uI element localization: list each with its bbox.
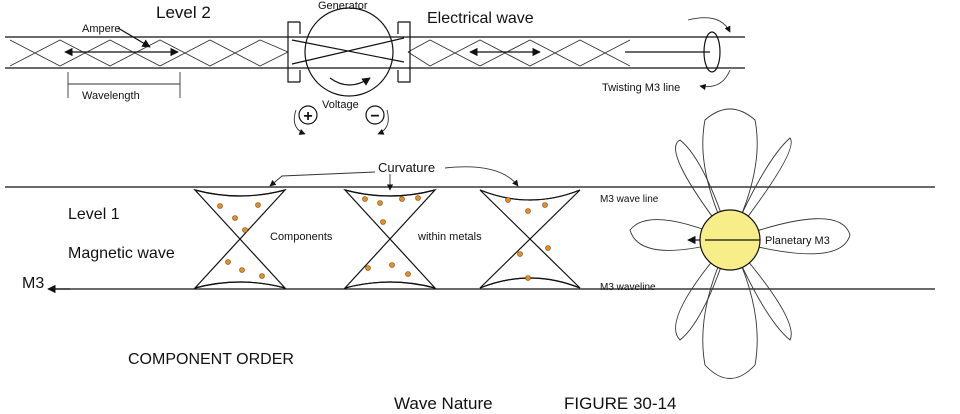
generator: [287, 7, 411, 135]
lobe-lower-right-icon: [729, 239, 792, 341]
curvature-callout: [269, 166, 519, 191]
ampere-label: Ampere: [82, 23, 121, 35]
curvature-arrow-3: [444, 166, 519, 187]
minus-symbol: −: [370, 108, 379, 125]
level1-wave-band: [5, 186, 935, 294]
minus-rotation-arrow: [377, 109, 389, 135]
hourglass-component-1: [193, 188, 287, 290]
level2-wave-zigzag-b: [9, 39, 289, 67]
level1-label: Level 1: [68, 206, 120, 223]
lobe-lower-left-icon: [675, 239, 731, 341]
hourglass-1-curvature: [194, 189, 286, 289]
wavelength-label: Wavelength: [82, 90, 140, 102]
hourglass-component-3: [479, 189, 581, 289]
planetary-m3: [629, 108, 851, 379]
hourglass-2-curvature: [344, 189, 436, 289]
twist-arrow-bottom: [699, 69, 731, 91]
level2-wave-zigzag-c: [407, 39, 631, 67]
plus-terminal-icon: [298, 105, 318, 125]
twist-arrow-top: [687, 17, 731, 33]
level2-wave-zigzag-d: [407, 39, 631, 67]
component-order-label: COMPONENT ORDER: [128, 351, 294, 368]
hourglass-component-2: [343, 188, 437, 290]
twisting-disk: [703, 31, 721, 73]
lobe-left-icon: [629, 219, 732, 251]
twisting-label: Twisting M3 line: [602, 82, 680, 94]
generator-rotation-arrow: [329, 77, 371, 86]
lobe-right-icon: [728, 218, 851, 255]
generator-rotor: [304, 7, 394, 97]
generator-label: Generator: [318, 0, 368, 12]
planetary-m3-label: Planetary M3: [765, 235, 830, 247]
curvature-label: Curvature: [378, 160, 435, 175]
voltage-label: Voltage: [322, 99, 359, 111]
lobe-upper-right-icon: [729, 137, 792, 241]
m3-waveline-bottom-label: M3 waveline: [600, 282, 656, 293]
generator-magnet-right: [397, 21, 411, 83]
plus-symbol: +: [303, 108, 312, 125]
hourglass-3-shape: [479, 189, 581, 289]
m3-waveline-top-label: M3 wave line: [600, 194, 659, 205]
hourglass-3-particles: [505, 197, 551, 281]
m3-label: M3: [22, 275, 44, 292]
hourglass-1-particles: [217, 202, 265, 279]
ampere-pointer-arrow: [117, 27, 151, 48]
electrical-wave-label: Electrical wave: [427, 10, 534, 27]
level2-wave-zigzag-a: [9, 39, 289, 67]
generator-magnet-left: [287, 21, 301, 83]
level2-wave-band: [5, 27, 745, 98]
hourglass-2-particles: [362, 195, 421, 277]
caption-wave-nature: Wave Nature: [394, 394, 493, 413]
lobe-upper-left-icon: [675, 139, 731, 241]
within-metals-label: within metals: [417, 231, 482, 243]
components-label: Components: [270, 231, 333, 243]
generator-coil-b: [291, 37, 405, 65]
twisting-m3-line: [625, 17, 731, 91]
magnetic-wave-label: Magnetic wave: [68, 245, 175, 262]
minus-terminal-icon: [365, 105, 385, 125]
curvature-arrow-1: [269, 171, 376, 187]
caption-figure-number: FIGURE 30-14: [564, 394, 676, 413]
plus-rotation-arrow: [293, 109, 306, 135]
level2-label: Level 2: [156, 3, 211, 22]
